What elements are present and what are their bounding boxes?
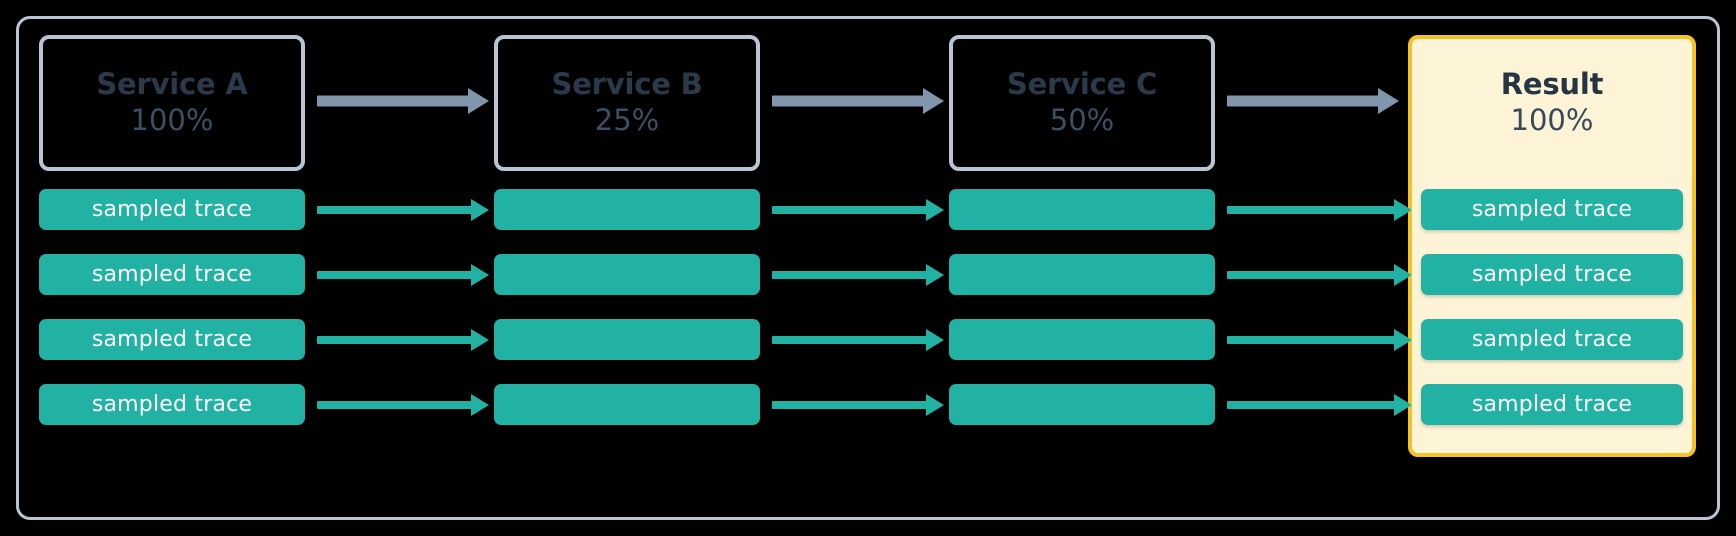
trace-row: sampled trace (39, 384, 305, 425)
arrow-head-icon (1394, 394, 1412, 416)
arrow-head-icon (926, 329, 944, 351)
service-c-percent: 50% (1049, 103, 1115, 138)
trace-row: sampled trace (1421, 384, 1683, 425)
trace-row: sampled trace (1421, 319, 1683, 360)
arrow-head-icon (471, 199, 489, 221)
service-a-name: Service A (96, 66, 248, 101)
arrow-shaft (772, 401, 927, 409)
service-c-name: Service C (1006, 66, 1158, 101)
trace-label: sampled trace (1471, 261, 1633, 287)
arrow-shaft (1227, 95, 1379, 107)
service-b-percent: 25% (594, 103, 660, 138)
arrow-head-icon (926, 199, 944, 221)
trace-row (494, 319, 760, 360)
arrow-shaft (1227, 206, 1395, 214)
trace-arrow-a-to-b-row-2 (317, 264, 489, 286)
trace-row: sampled trace (1421, 189, 1683, 230)
trace-arrow-c-to-result-row-4 (1227, 394, 1412, 416)
trace-row: sampled trace (39, 254, 305, 295)
trace-row (494, 254, 760, 295)
arrow-service-a-to-service-b (317, 88, 489, 114)
arrow-shaft (1227, 271, 1395, 279)
arrow-head-icon (468, 88, 489, 114)
trace-row (949, 384, 1215, 425)
trace-label: sampled trace (91, 196, 253, 222)
trace-label: sampled trace (1471, 196, 1633, 222)
arrow-head-icon (1378, 88, 1399, 114)
arrow-head-icon (1394, 199, 1412, 221)
trace-arrow-c-to-result-row-2 (1227, 264, 1412, 286)
arrow-shaft (317, 401, 472, 409)
trace-arrow-b-to-c-row-4 (772, 394, 944, 416)
arrow-head-icon (471, 394, 489, 416)
trace-row (949, 189, 1215, 230)
arrow-head-icon (471, 329, 489, 351)
trace-arrow-a-to-b-row-1 (317, 199, 489, 221)
arrow-head-icon (1394, 264, 1412, 286)
arrow-shaft (317, 271, 472, 279)
trace-row (949, 319, 1215, 360)
arrow-head-icon (926, 264, 944, 286)
arrow-shaft (1227, 336, 1395, 344)
trace-row: sampled trace (39, 319, 305, 360)
arrow-service-c-to-result (1227, 88, 1399, 114)
trace-arrow-a-to-b-row-4 (317, 394, 489, 416)
arrow-shaft (317, 95, 469, 107)
trace-label: sampled trace (91, 326, 253, 352)
service-box-service-c: Service C 50% (949, 35, 1215, 171)
trace-arrow-b-to-c-row-1 (772, 199, 944, 221)
arrow-shaft (1227, 401, 1395, 409)
arrow-shaft (772, 95, 924, 107)
trace-row (949, 254, 1215, 295)
trace-label: sampled trace (91, 391, 253, 417)
trace-label: sampled trace (1471, 326, 1633, 352)
arrow-shaft (772, 336, 927, 344)
arrow-shaft (772, 206, 927, 214)
trace-row: sampled trace (1421, 254, 1683, 295)
arrow-shaft (772, 271, 927, 279)
service-a-percent: 100% (130, 103, 214, 138)
diagram-outer-frame (16, 16, 1720, 520)
service-box-service-a: Service A 100% (39, 35, 305, 171)
trace-arrow-c-to-result-row-1 (1227, 199, 1412, 221)
trace-row (494, 384, 760, 425)
trace-label: sampled trace (1471, 391, 1633, 417)
trace-label: sampled trace (91, 261, 253, 287)
arrow-shaft (317, 206, 472, 214)
service-b-name: Service B (551, 66, 703, 101)
trace-row (494, 189, 760, 230)
arrow-head-icon (926, 394, 944, 416)
arrow-head-icon (923, 88, 944, 114)
trace-row: sampled trace (39, 189, 305, 230)
trace-arrow-c-to-result-row-3 (1227, 329, 1412, 351)
arrow-head-icon (471, 264, 489, 286)
arrow-service-b-to-service-c (772, 88, 944, 114)
service-box-service-b: Service B 25% (494, 35, 760, 171)
trace-arrow-b-to-c-row-2 (772, 264, 944, 286)
trace-arrow-b-to-c-row-3 (772, 329, 944, 351)
arrow-head-icon (1394, 329, 1412, 351)
trace-arrow-a-to-b-row-3 (317, 329, 489, 351)
arrow-shaft (317, 336, 472, 344)
